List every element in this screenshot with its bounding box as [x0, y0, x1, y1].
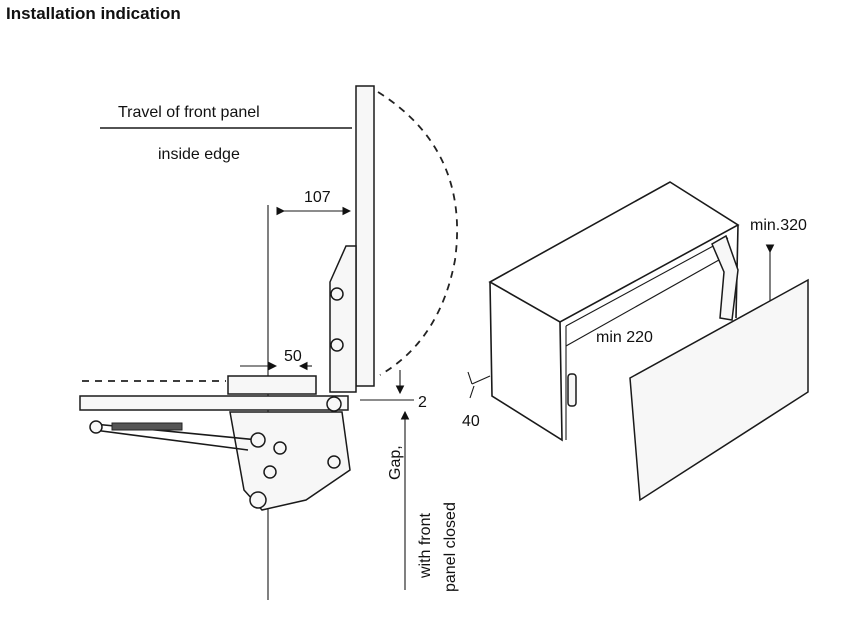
travel-label: Travel of front panel — [118, 104, 260, 121]
mounting-block — [227, 375, 317, 395]
cabinet-front-left — [489, 281, 563, 442]
cabinet-top — [488, 181, 740, 323]
hinge-pivot-1 — [330, 287, 344, 301]
handle — [567, 373, 577, 407]
mech-pivot-b — [273, 441, 287, 455]
front-panel-open — [355, 85, 375, 387]
mech-pivot-c — [263, 465, 277, 479]
dim-2-label: 2 — [418, 394, 427, 411]
diagram-title: Installation indication — [6, 4, 181, 23]
dim-50-label: 50 — [284, 348, 302, 365]
front-panel-lifted — [629, 278, 809, 502]
mech-pivot-a — [250, 432, 266, 448]
hinge-pivot-2 — [330, 338, 344, 352]
dim-40-label: 40 — [462, 413, 480, 430]
panel-closed-label: panel closed — [442, 502, 459, 592]
with-front-label: with front — [417, 513, 434, 579]
spring-rod — [111, 422, 183, 431]
cabinet-isometric: min.320 min 220 40 — [462, 181, 809, 502]
gap-label: Gap, — [387, 445, 404, 480]
dim-320-label: min.320 — [750, 217, 807, 234]
lift-mechanism — [711, 234, 739, 321]
inside-edge-label: inside edge — [158, 146, 240, 163]
dim-40-arrow — [471, 375, 491, 385]
dim-220-label: min 220 — [596, 329, 653, 346]
mech-pivot-d — [249, 491, 267, 509]
hinge-side-view: Travel of front panel inside edge 107 50… — [79, 85, 459, 600]
dim-107-label: 107 — [304, 189, 331, 206]
hinge-arm — [329, 245, 357, 393]
mech-pivot-f — [327, 455, 341, 469]
cabinet-top-panel — [79, 395, 349, 411]
mech-pivot-e — [326, 396, 342, 412]
travel-arc — [377, 91, 458, 376]
